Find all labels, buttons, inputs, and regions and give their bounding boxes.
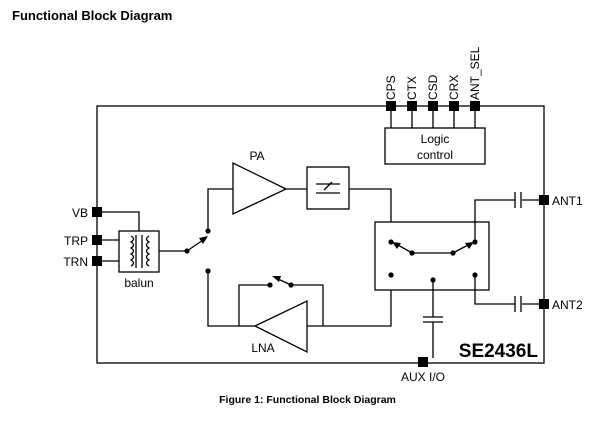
pin-ant-sel [470, 101, 480, 111]
bypass-switch-arrow-icon [272, 276, 281, 282]
chip-outline [96, 105, 545, 364]
pin-ctx [407, 101, 417, 111]
pin-label-ctx: CTX [405, 76, 419, 100]
lna-label: LNA [251, 341, 274, 355]
pin-label-cps: CPS [384, 75, 398, 100]
tx-filter-block [306, 166, 350, 210]
right-pins: ANT1 ANT2 [539, 194, 583, 312]
figure-caption: Figure 1: Functional Block Diagram [219, 394, 396, 406]
pin-csd [428, 101, 438, 111]
logic-control-block [384, 127, 486, 165]
pin-label-trp: TRP [64, 234, 88, 248]
pin-label-aux-io: AUX I/O [401, 370, 445, 384]
pin-ant1 [539, 195, 549, 205]
pin-cps [386, 101, 396, 111]
pin-label-ant-sel: ANT_SEL [468, 46, 482, 100]
pin-crx [449, 101, 459, 111]
pin-trp [92, 235, 102, 245]
pin-label-ant1: ANT1 [552, 194, 583, 208]
pin-trn [92, 256, 102, 266]
pin-ant2 [539, 299, 549, 309]
logic-label-line1: Logic [421, 132, 450, 146]
part-number-label: SE2436L [459, 341, 539, 362]
pin-label-trn: TRN [63, 255, 88, 269]
pin-aux-io [418, 357, 428, 367]
balun-label: balun [124, 276, 153, 290]
pin-label-csd: CSD [426, 74, 440, 100]
balun-block [118, 230, 160, 273]
pin-label-vb: VB [72, 206, 88, 220]
logic-label-line2: control [417, 148, 453, 162]
diagram-heading: Functional Block Diagram [12, 8, 173, 23]
pa-amplifier [232, 161, 288, 216]
pa-label: PA [249, 149, 264, 163]
left-pins: VB TRP TRN [63, 206, 102, 269]
pin-label-crx: CRX [447, 75, 461, 100]
top-pins: CPS CTX CSD CRX ANT_SEL [384, 46, 482, 128]
tr-switch-arrow-icon [199, 236, 208, 244]
pin-vb [92, 207, 102, 217]
pin-label-ant2: ANT2 [552, 298, 583, 312]
